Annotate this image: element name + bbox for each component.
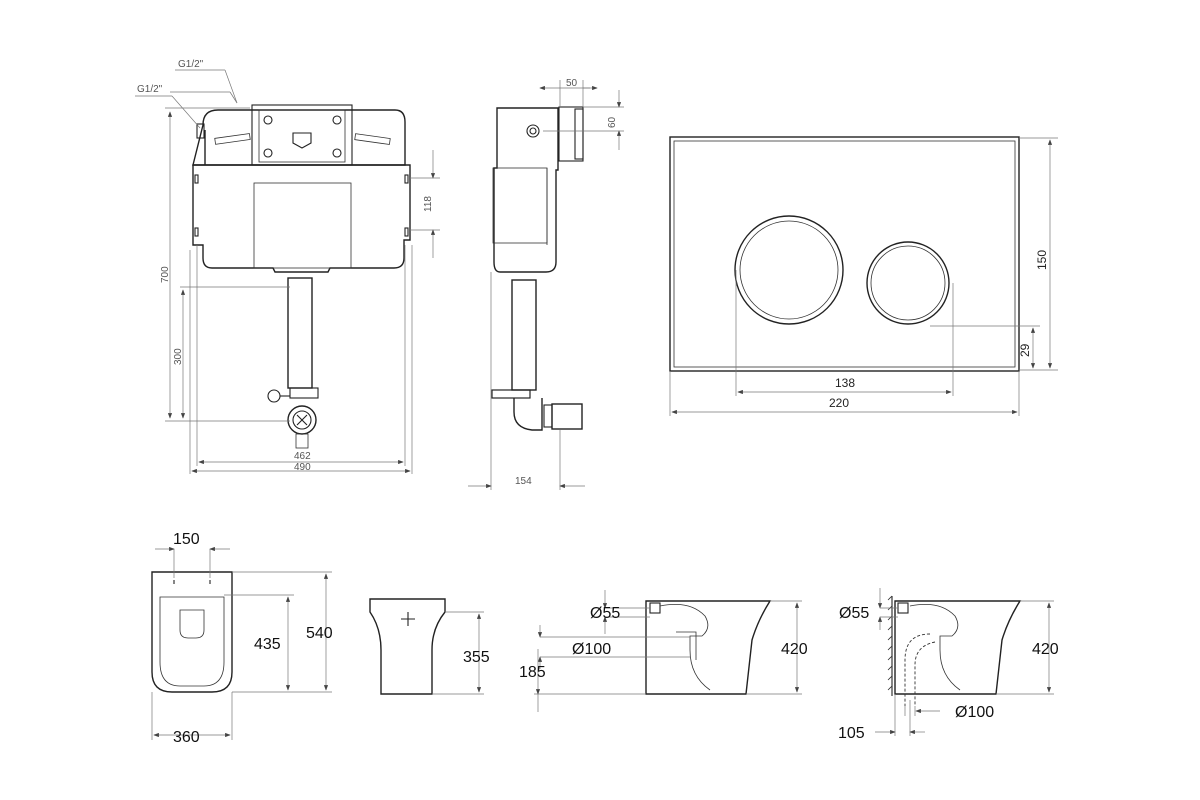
length-dim: 540 <box>306 625 333 642</box>
button-depth-dim: 50 <box>566 78 578 89</box>
plate-height-dim: 150 <box>1035 250 1049 270</box>
bracket-spacing-dim: 118 <box>423 196 434 212</box>
large-flush-button <box>734 215 844 325</box>
width-inner-dim: 462 <box>294 451 311 462</box>
button-height-dim: 60 <box>607 116 618 128</box>
width-outer-dim: 490 <box>294 462 311 473</box>
vertical-height-dim: 420 <box>1032 641 1059 658</box>
flush-plate-view: 150 29 138 220 <box>669 136 1058 416</box>
front-height-dim: 355 <box>463 649 490 666</box>
height-total-dim: 700 <box>160 266 171 283</box>
toilet-front-view: 355 <box>369 598 490 695</box>
vertical-inlet-diameter-dim: Ø55 <box>839 605 869 622</box>
width-dim: 360 <box>173 729 200 746</box>
inlet-top-label: G1/2" <box>178 59 204 70</box>
bolt-spacing-dim: 150 <box>173 531 200 548</box>
height-outlet-dim: 300 <box>173 348 184 365</box>
toilet-side-view-horizontal-outlet: Ø55 Ø100 185 420 <box>519 590 808 712</box>
outlet-offset-dim: 105 <box>838 725 865 742</box>
outlet-height-dim: 185 <box>519 664 546 681</box>
depth-dim: 154 <box>515 476 532 487</box>
button-span-dim: 138 <box>835 376 855 390</box>
toilet-top-view: 150 540 435 360 <box>151 531 333 746</box>
inlet-side-label: G1/2" <box>137 84 163 95</box>
cistern-side-view: 50 60 154 <box>468 78 624 490</box>
side-height-dim: 420 <box>781 641 808 658</box>
side-inlet-diameter-dim: Ø55 <box>590 605 620 622</box>
outlet-diameter-dim: Ø100 <box>572 641 611 658</box>
cistern-frame-front-view: G1/2" G1/2" 700 300 118 462 490 <box>135 59 440 474</box>
seat-length-dim: 435 <box>254 636 281 653</box>
toilet-side-view-vertical-outlet: Ø55 420 105 Ø100 <box>838 588 1059 742</box>
small-flush-button <box>866 241 950 325</box>
button-offset-dim: 29 <box>1018 343 1032 357</box>
plate-width-dim: 220 <box>829 396 849 410</box>
vertical-outlet-diameter-dim: Ø100 <box>955 704 994 721</box>
